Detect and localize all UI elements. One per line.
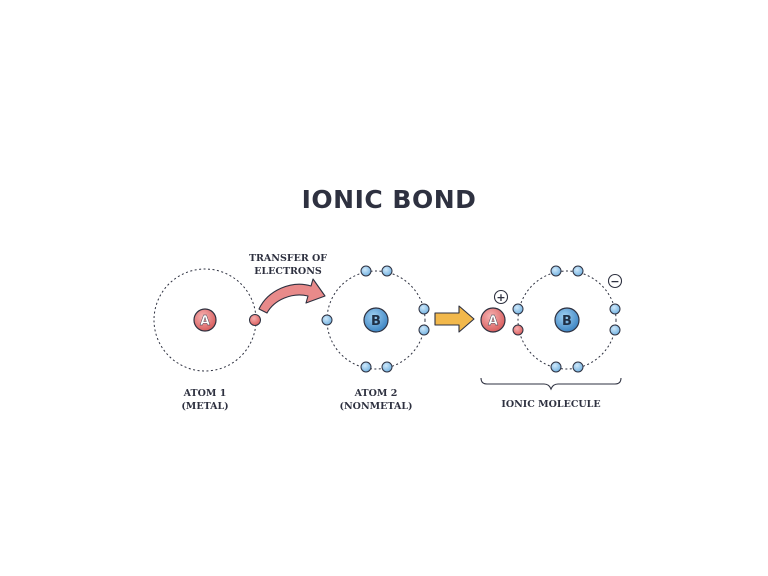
anion-nucleus <box>554 307 580 333</box>
atom-2-label: ATOM 2 (NONMETAL) <box>334 387 418 413</box>
cation-symbol: A <box>488 314 498 329</box>
electron <box>418 303 430 315</box>
atom-1-electron <box>249 314 261 326</box>
electron <box>360 265 372 277</box>
electron <box>550 361 562 373</box>
minus-sign: − <box>610 275 619 288</box>
transfer-label-line1: TRANSFER OF <box>248 253 328 264</box>
transferred-electron <box>512 324 524 336</box>
electron <box>360 361 372 373</box>
yield-arrow <box>434 305 475 333</box>
transfer-label-line2: ELECTRONS <box>254 266 322 277</box>
molecule-brace <box>480 377 622 391</box>
atom-2-nucleus <box>363 307 389 333</box>
cation-nucleus <box>480 307 506 333</box>
atom-1-nucleus <box>193 308 217 332</box>
electron <box>609 324 621 336</box>
transfer-arrow <box>258 278 326 314</box>
anion-symbol: B <box>562 314 572 329</box>
electron <box>550 265 562 277</box>
electron <box>609 303 621 315</box>
anion-b: B − <box>512 265 623 373</box>
atom-1-label: ATOM 1 (METAL) <box>165 387 245 413</box>
atom-2-label-line2: (NONMETAL) <box>339 401 413 412</box>
ionic-molecule-label: IONIC MOLECULE <box>501 399 601 410</box>
plus-charge-icon <box>493 289 509 305</box>
electron <box>381 265 393 277</box>
atom-1-label-line2: (METAL) <box>181 401 229 412</box>
atom-2-electrons <box>321 265 430 373</box>
minus-charge-icon <box>607 273 623 289</box>
plus-sign: + <box>496 291 505 304</box>
electron <box>381 361 393 373</box>
atom-2-symbol: B <box>371 314 381 329</box>
atom-2-label-line1: ATOM 2 <box>354 388 398 399</box>
atom-1: A <box>153 268 261 372</box>
diagram-title: IONIC BOND <box>301 185 477 214</box>
anion-electrons <box>512 265 621 373</box>
electron <box>512 303 524 315</box>
electron <box>572 361 584 373</box>
transfer-label: TRANSFER OF ELECTRONS <box>246 252 330 278</box>
electron <box>572 265 584 277</box>
atom-1-label-line1: ATOM 1 <box>183 388 227 399</box>
atom-1-symbol: A <box>200 314 210 329</box>
cation-a: A + <box>480 289 509 333</box>
electron <box>321 314 333 326</box>
anion-orbit <box>517 270 617 370</box>
atom-2: B <box>321 265 430 373</box>
electron <box>418 324 430 336</box>
